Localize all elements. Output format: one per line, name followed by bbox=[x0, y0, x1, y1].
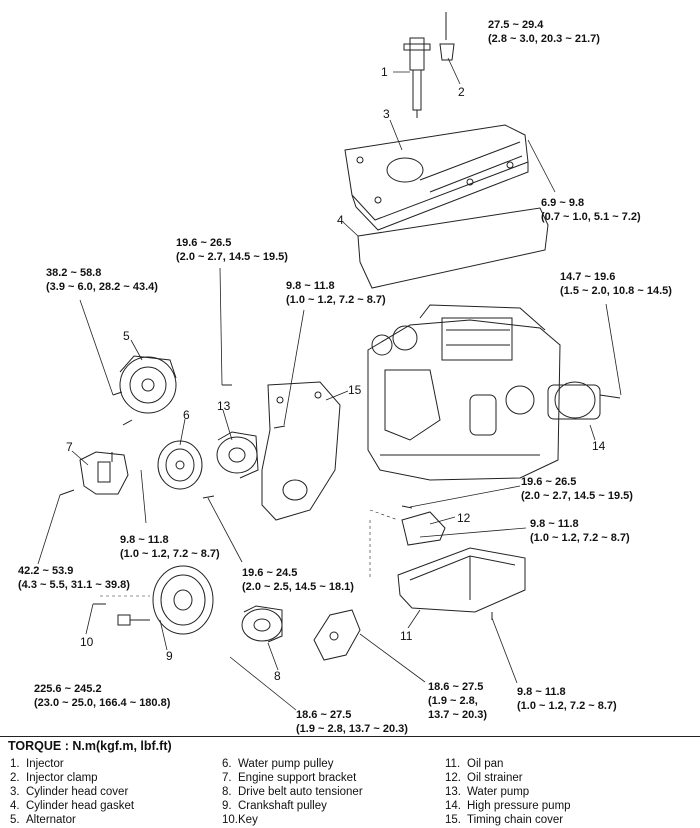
high-pressure-pump-drawing bbox=[547, 381, 621, 420]
torque-label-head-cover: 6.9 ~ 9.8 (0.7 ~ 1.0, 5.1 ~ 7.2) bbox=[541, 196, 641, 224]
torque-label-oil-pan: 9.8 ~ 11.8 (1.0 ~ 1.2, 7.2 ~ 8.7) bbox=[517, 685, 617, 713]
torque-alt: (2.0 ~ 2.5, 14.5 ~ 18.1) bbox=[242, 581, 354, 593]
engine-block-drawing bbox=[367, 304, 561, 481]
callout-6: 6 bbox=[183, 408, 190, 422]
torque-alt: (2.0 ~ 2.7, 14.5 ~ 19.5) bbox=[521, 490, 633, 502]
callout-9: 9 bbox=[166, 649, 173, 663]
torque-label-high-pressure-pump: 14.7 ~ 19.6 (1.5 ~ 2.0, 10.8 ~ 14.5) bbox=[560, 270, 672, 298]
torque-nm: 18.6 ~ 27.5 bbox=[428, 681, 484, 693]
guide-lines bbox=[100, 509, 399, 597]
torque-alt: (4.3 ~ 5.5, 31.1 ~ 39.8) bbox=[18, 579, 130, 591]
legend-item: 9.Crankshaft pulley bbox=[222, 800, 327, 812]
torque-nm: 19.6 ~ 24.5 bbox=[242, 567, 298, 579]
torque-nm: 9.8 ~ 11.8 bbox=[120, 534, 169, 546]
legend-item: 14.High pressure pump bbox=[445, 800, 571, 812]
legend-item: 15.Timing chain cover bbox=[445, 814, 564, 826]
torque-units-title: TORQUE : N.m(kgf.m, lbf.ft) bbox=[8, 739, 172, 753]
torque-label-water-pump: 19.6 ~ 24.5 (2.0 ~ 2.5, 14.5 ~ 18.1) bbox=[242, 566, 354, 594]
torque-nm: 42.2 ~ 53.9 bbox=[18, 565, 74, 577]
legend-item: 2.Injector clamp bbox=[10, 772, 98, 784]
drive-belt-auto-tensioner-drawing bbox=[241, 605, 283, 643]
callout-1: 1 bbox=[381, 65, 388, 79]
legend-item: 11.Oil pan bbox=[445, 758, 504, 770]
torque-alt: (1.5 ~ 2.0, 10.8 ~ 14.5) bbox=[560, 285, 672, 297]
torque-label-crankshaft-pulley: 225.6 ~ 245.2 (23.0 ~ 25.0, 166.4 ~ 180.… bbox=[34, 682, 170, 710]
legend-item: 3.Cylinder head cover bbox=[10, 786, 129, 798]
timing-chain-cover-drawing bbox=[222, 381, 341, 521]
torque-nm: 38.2 ~ 58.8 bbox=[46, 267, 102, 279]
alternator-drawing bbox=[112, 355, 177, 426]
torque-alt: (1.0 ~ 1.2, 7.2 ~ 8.7) bbox=[286, 294, 386, 306]
torque-nm: 9.8 ~ 11.8 bbox=[530, 518, 579, 530]
torque-alt: (2.0 ~ 2.7, 14.5 ~ 19.5) bbox=[176, 251, 288, 263]
torque-label-auto-tensioner: 18.6 ~ 27.5 (1.9 ~ 2.8, 13.7 ~ 20.3) bbox=[296, 708, 408, 736]
diagram-drawing bbox=[37, 12, 622, 711]
legend-item: 12.Oil strainer bbox=[445, 772, 523, 784]
torque-alt: (23.0 ~ 25.0, 166.4 ~ 180.8) bbox=[34, 697, 171, 709]
legend-footer: TORQUE : N.m(kgf.m, lbf.ft) 1.Injector 2… bbox=[0, 736, 700, 828]
torque-label-timing-cover-bolt: 9.8 ~ 11.8 (1.0 ~ 1.2, 7.2 ~ 8.7) bbox=[286, 279, 386, 307]
torque-label-water-pump-pulley: 9.8 ~ 11.8 (1.0 ~ 1.2, 7.2 ~ 8.7) bbox=[120, 533, 220, 561]
callout-14: 14 bbox=[592, 439, 606, 453]
callout-4: 4 bbox=[337, 213, 344, 227]
legend-item: 8.Drive belt auto tensioner bbox=[222, 786, 363, 798]
torque-nm: 6.9 ~ 9.8 bbox=[541, 197, 585, 209]
torque-nm: 27.5 ~ 29.4 bbox=[488, 19, 544, 31]
torque-label-engine-support-bracket: 42.2 ~ 53.9 (4.3 ~ 5.5, 31.1 ~ 39.8) bbox=[18, 564, 130, 592]
torque-alt: (1.0 ~ 1.2, 7.2 ~ 8.7) bbox=[530, 532, 630, 544]
exploded-engine-diagram: 27.5 ~ 29.4 (2.8 ~ 3.0, 20.3 ~ 21.7) 6.9… bbox=[18, 12, 672, 736]
torque-alt: (1.0 ~ 1.2, 7.2 ~ 8.7) bbox=[517, 700, 617, 712]
callout-10: 10 bbox=[80, 635, 94, 649]
legend-item: 5.Alternator bbox=[10, 814, 76, 826]
callout-8: 8 bbox=[274, 669, 281, 683]
torque-alt: (1.0 ~ 1.2, 7.2 ~ 8.7) bbox=[120, 548, 220, 560]
callout-12: 12 bbox=[457, 511, 471, 525]
torque-alt: (1.9 ~ 2.8, 13.7 ~ 20.3) bbox=[296, 723, 408, 735]
torque-label-oil-strainer-lower: 9.8 ~ 11.8 (1.0 ~ 1.2, 7.2 ~ 8.7) bbox=[530, 517, 630, 545]
legend-item: 7.Engine support bracket bbox=[222, 772, 357, 784]
torque-alt: (2.8 ~ 3.0, 20.3 ~ 21.7) bbox=[488, 33, 600, 45]
torque-nm: 9.8 ~ 11.8 bbox=[517, 686, 566, 698]
torque-nm: 14.7 ~ 19.6 bbox=[560, 271, 616, 283]
callout-11: 11 bbox=[400, 629, 413, 643]
mount-bracket-drawing bbox=[313, 609, 361, 661]
torque-label-oil-strainer-upper: 19.6 ~ 26.5 (2.0 ~ 2.7, 14.5 ~ 19.5) bbox=[521, 475, 633, 503]
torque-alt: (3.9 ~ 6.0, 28.2 ~ 43.4) bbox=[46, 281, 158, 293]
callout-5: 5 bbox=[123, 329, 130, 343]
cylinder-head-gasket-drawing bbox=[357, 207, 549, 289]
torque-alt: (1.9 ~ 2.8, bbox=[428, 695, 478, 707]
torque-nm: 225.6 ~ 245.2 bbox=[34, 683, 102, 695]
oil-pan-drawing bbox=[397, 547, 526, 620]
torque-nm: 18.6 ~ 27.5 bbox=[296, 709, 352, 721]
torque-label-injector-clamp: 27.5 ~ 29.4 (2.8 ~ 3.0, 20.3 ~ 21.7) bbox=[488, 18, 600, 46]
torque-label-timing-cover-upper: 19.6 ~ 26.5 (2.0 ~ 2.7, 14.5 ~ 19.5) bbox=[176, 236, 288, 264]
crankshaft-pulley-drawing bbox=[93, 565, 214, 635]
callout-7: 7 bbox=[66, 440, 73, 454]
callout-13: 13 bbox=[217, 399, 231, 413]
torque-nm: 19.6 ~ 26.5 bbox=[521, 476, 577, 488]
torque-label-alternator: 38.2 ~ 58.8 (3.9 ~ 6.0, 28.2 ~ 43.4) bbox=[46, 266, 158, 294]
torque-alt: (0.7 ~ 1.0, 5.1 ~ 7.2) bbox=[541, 211, 641, 223]
injector-drawing bbox=[403, 12, 455, 118]
engine-support-bracket-drawing bbox=[59, 451, 129, 496]
legend-item: 1.Injector bbox=[10, 758, 64, 770]
water-pump-drawing bbox=[202, 431, 259, 499]
legend-item: 10.Key bbox=[222, 814, 258, 826]
callout-2: 2 bbox=[458, 85, 465, 99]
torque-label-mount-bracket: 18.6 ~ 27.5 (1.9 ~ 2.8, 13.7 ~ 20.3) bbox=[428, 680, 487, 722]
legend-item: 6.Water pump pulley bbox=[222, 758, 334, 770]
cylinder-head-cover-drawing bbox=[344, 124, 529, 231]
leader-lines bbox=[37, 57, 622, 711]
water-pump-pulley-drawing bbox=[157, 440, 203, 490]
torque-alt: 13.7 ~ 20.3) bbox=[428, 709, 488, 721]
callout-15: 15 bbox=[348, 383, 362, 397]
legend-item: 4.Cylinder head gasket bbox=[10, 800, 135, 812]
legend-item: 13.Water pump bbox=[445, 786, 530, 798]
torque-nm: 9.8 ~ 11.8 bbox=[286, 280, 335, 292]
oil-strainer-drawing bbox=[401, 505, 446, 546]
callout-3: 3 bbox=[383, 107, 390, 121]
torque-nm: 19.6 ~ 26.5 bbox=[176, 237, 232, 249]
